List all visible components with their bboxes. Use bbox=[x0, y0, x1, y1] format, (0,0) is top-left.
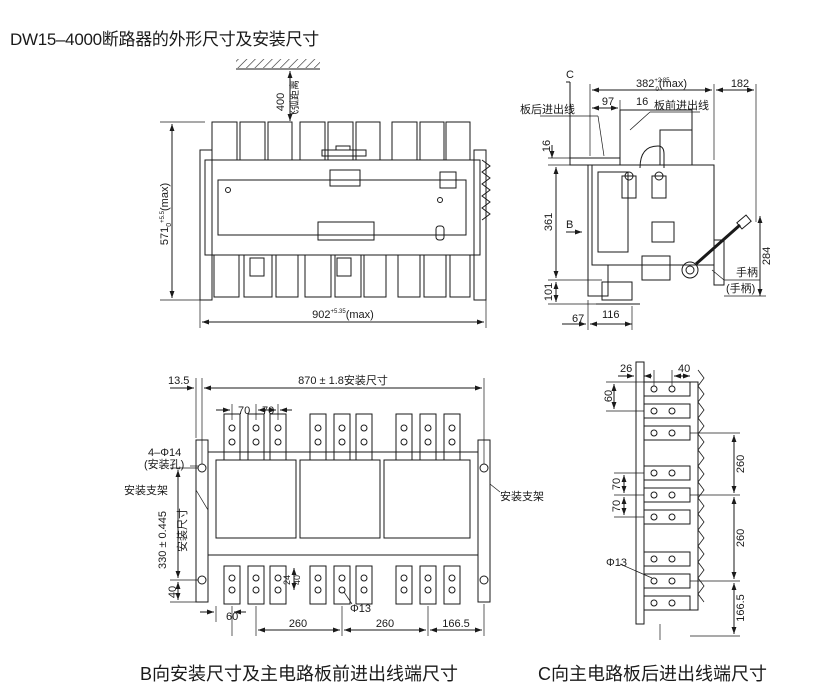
view-b-mark: B bbox=[566, 219, 573, 231]
depth-base: 382 bbox=[636, 78, 654, 90]
caption-b-view: B向安装尺寸及主电路板前进出线端尺寸 bbox=[140, 664, 459, 684]
dim-284: 284 bbox=[761, 247, 773, 265]
page-title: DW15–4000断路器的外形尺寸及安装尺寸 bbox=[10, 30, 319, 49]
dim-97: 97 bbox=[602, 96, 614, 108]
phi13-bottom: Φ13 bbox=[350, 603, 371, 615]
side-view bbox=[540, 81, 766, 330]
tv-dim-260a: 260 bbox=[735, 455, 747, 473]
arc-distance-label: 飞弧距离 bbox=[288, 80, 301, 120]
svg-text:382+2.850(max): 382+2.85 0(max) bbox=[636, 78, 687, 93]
tv-dim-260b: 260 bbox=[735, 529, 747, 547]
install-height-2: 安装尺寸 bbox=[175, 508, 189, 552]
side-body bbox=[591, 164, 715, 266]
width-base: 902 bbox=[312, 309, 330, 321]
tv-dim-40: 40 bbox=[678, 363, 690, 375]
dim-182: 182 bbox=[731, 78, 749, 90]
terminal-view bbox=[606, 361, 740, 640]
dim-16-top: 16 bbox=[636, 96, 648, 108]
view-c-mark: C bbox=[566, 69, 574, 81]
install-width: 870 ± 1.8安装尺寸 bbox=[298, 373, 388, 387]
rear-terminals bbox=[643, 381, 691, 611]
caption-c-view: C向主电路板后进出线端尺寸 bbox=[538, 664, 767, 684]
bottom-view bbox=[170, 378, 501, 636]
dim-116: 116 bbox=[602, 309, 620, 321]
dim-260a: 260 bbox=[289, 618, 307, 630]
dim-60: 60 bbox=[226, 611, 238, 623]
front-line-label: 板前进出线 bbox=[654, 98, 709, 112]
dim-24: 24 bbox=[282, 575, 292, 585]
front-bottom-poles bbox=[213, 254, 471, 298]
dim-16-left: 16 bbox=[541, 140, 553, 152]
tv-dim-70b: 70 bbox=[611, 500, 623, 512]
holes-label-2: (安装孔) bbox=[144, 457, 184, 471]
dim-260b: 260 bbox=[376, 618, 394, 630]
dim-166-5: 166.5 bbox=[442, 618, 470, 630]
tv-dim-166-5: 166.5 bbox=[735, 594, 747, 622]
tv-dim-60: 60 bbox=[603, 390, 615, 402]
dim-40: 40 bbox=[167, 586, 179, 598]
height-tol-up: +5.5 bbox=[160, 210, 166, 223]
dim-361: 361 bbox=[543, 213, 555, 231]
bottom-terminals bbox=[223, 565, 461, 605]
svg-text:902+5.35(max): 902+5.35(max) bbox=[312, 309, 374, 321]
holes-label: 4–Φ14 bbox=[148, 447, 181, 459]
depth-tol: 0 bbox=[656, 87, 660, 93]
handle-label-paren: (手柄) bbox=[726, 281, 755, 295]
arc-distance-value: 400 bbox=[275, 93, 287, 111]
tv-dim-26: 26 bbox=[620, 363, 632, 375]
front-view bbox=[160, 59, 491, 328]
indicator-window bbox=[329, 169, 361, 187]
dim-101: 101 bbox=[543, 283, 555, 301]
dim-70b: 70 bbox=[262, 405, 274, 417]
handle-label: 手柄 bbox=[736, 265, 758, 279]
install-height: 330 ± 0.445 bbox=[157, 511, 169, 569]
depth-tol-up: +2.85 bbox=[654, 78, 670, 84]
dim-67: 67 bbox=[572, 313, 584, 325]
nameplate bbox=[317, 221, 375, 241]
top-terminals bbox=[223, 413, 461, 461]
front-body bbox=[204, 159, 481, 256]
width-max: (max) bbox=[346, 309, 374, 321]
depth-max: (max) bbox=[659, 78, 687, 90]
front-poles bbox=[211, 121, 471, 161]
bracket-left-label: 安装支架 bbox=[124, 483, 168, 497]
ceiling-hatch bbox=[236, 59, 320, 68]
height-base: 571 bbox=[159, 227, 171, 245]
dim-40b: 40 bbox=[292, 575, 302, 585]
dim-70a: 70 bbox=[238, 405, 250, 417]
tv-dim-70a: 70 bbox=[611, 478, 623, 490]
bracket-right-label: 安装支架 bbox=[500, 489, 544, 503]
height-max: (max) bbox=[159, 183, 171, 211]
height-tol: 0 bbox=[166, 223, 173, 227]
dim-13-5: 13.5 bbox=[168, 375, 189, 387]
handle-pivot bbox=[681, 261, 699, 279]
width-tol: +5.35 bbox=[331, 309, 347, 315]
svg-text:5710+5.5(max): 5710+5.5(max) bbox=[159, 183, 173, 245]
rear-line-label: 板后进出线 bbox=[520, 102, 575, 116]
tv-phi13: Φ13 bbox=[606, 557, 627, 569]
